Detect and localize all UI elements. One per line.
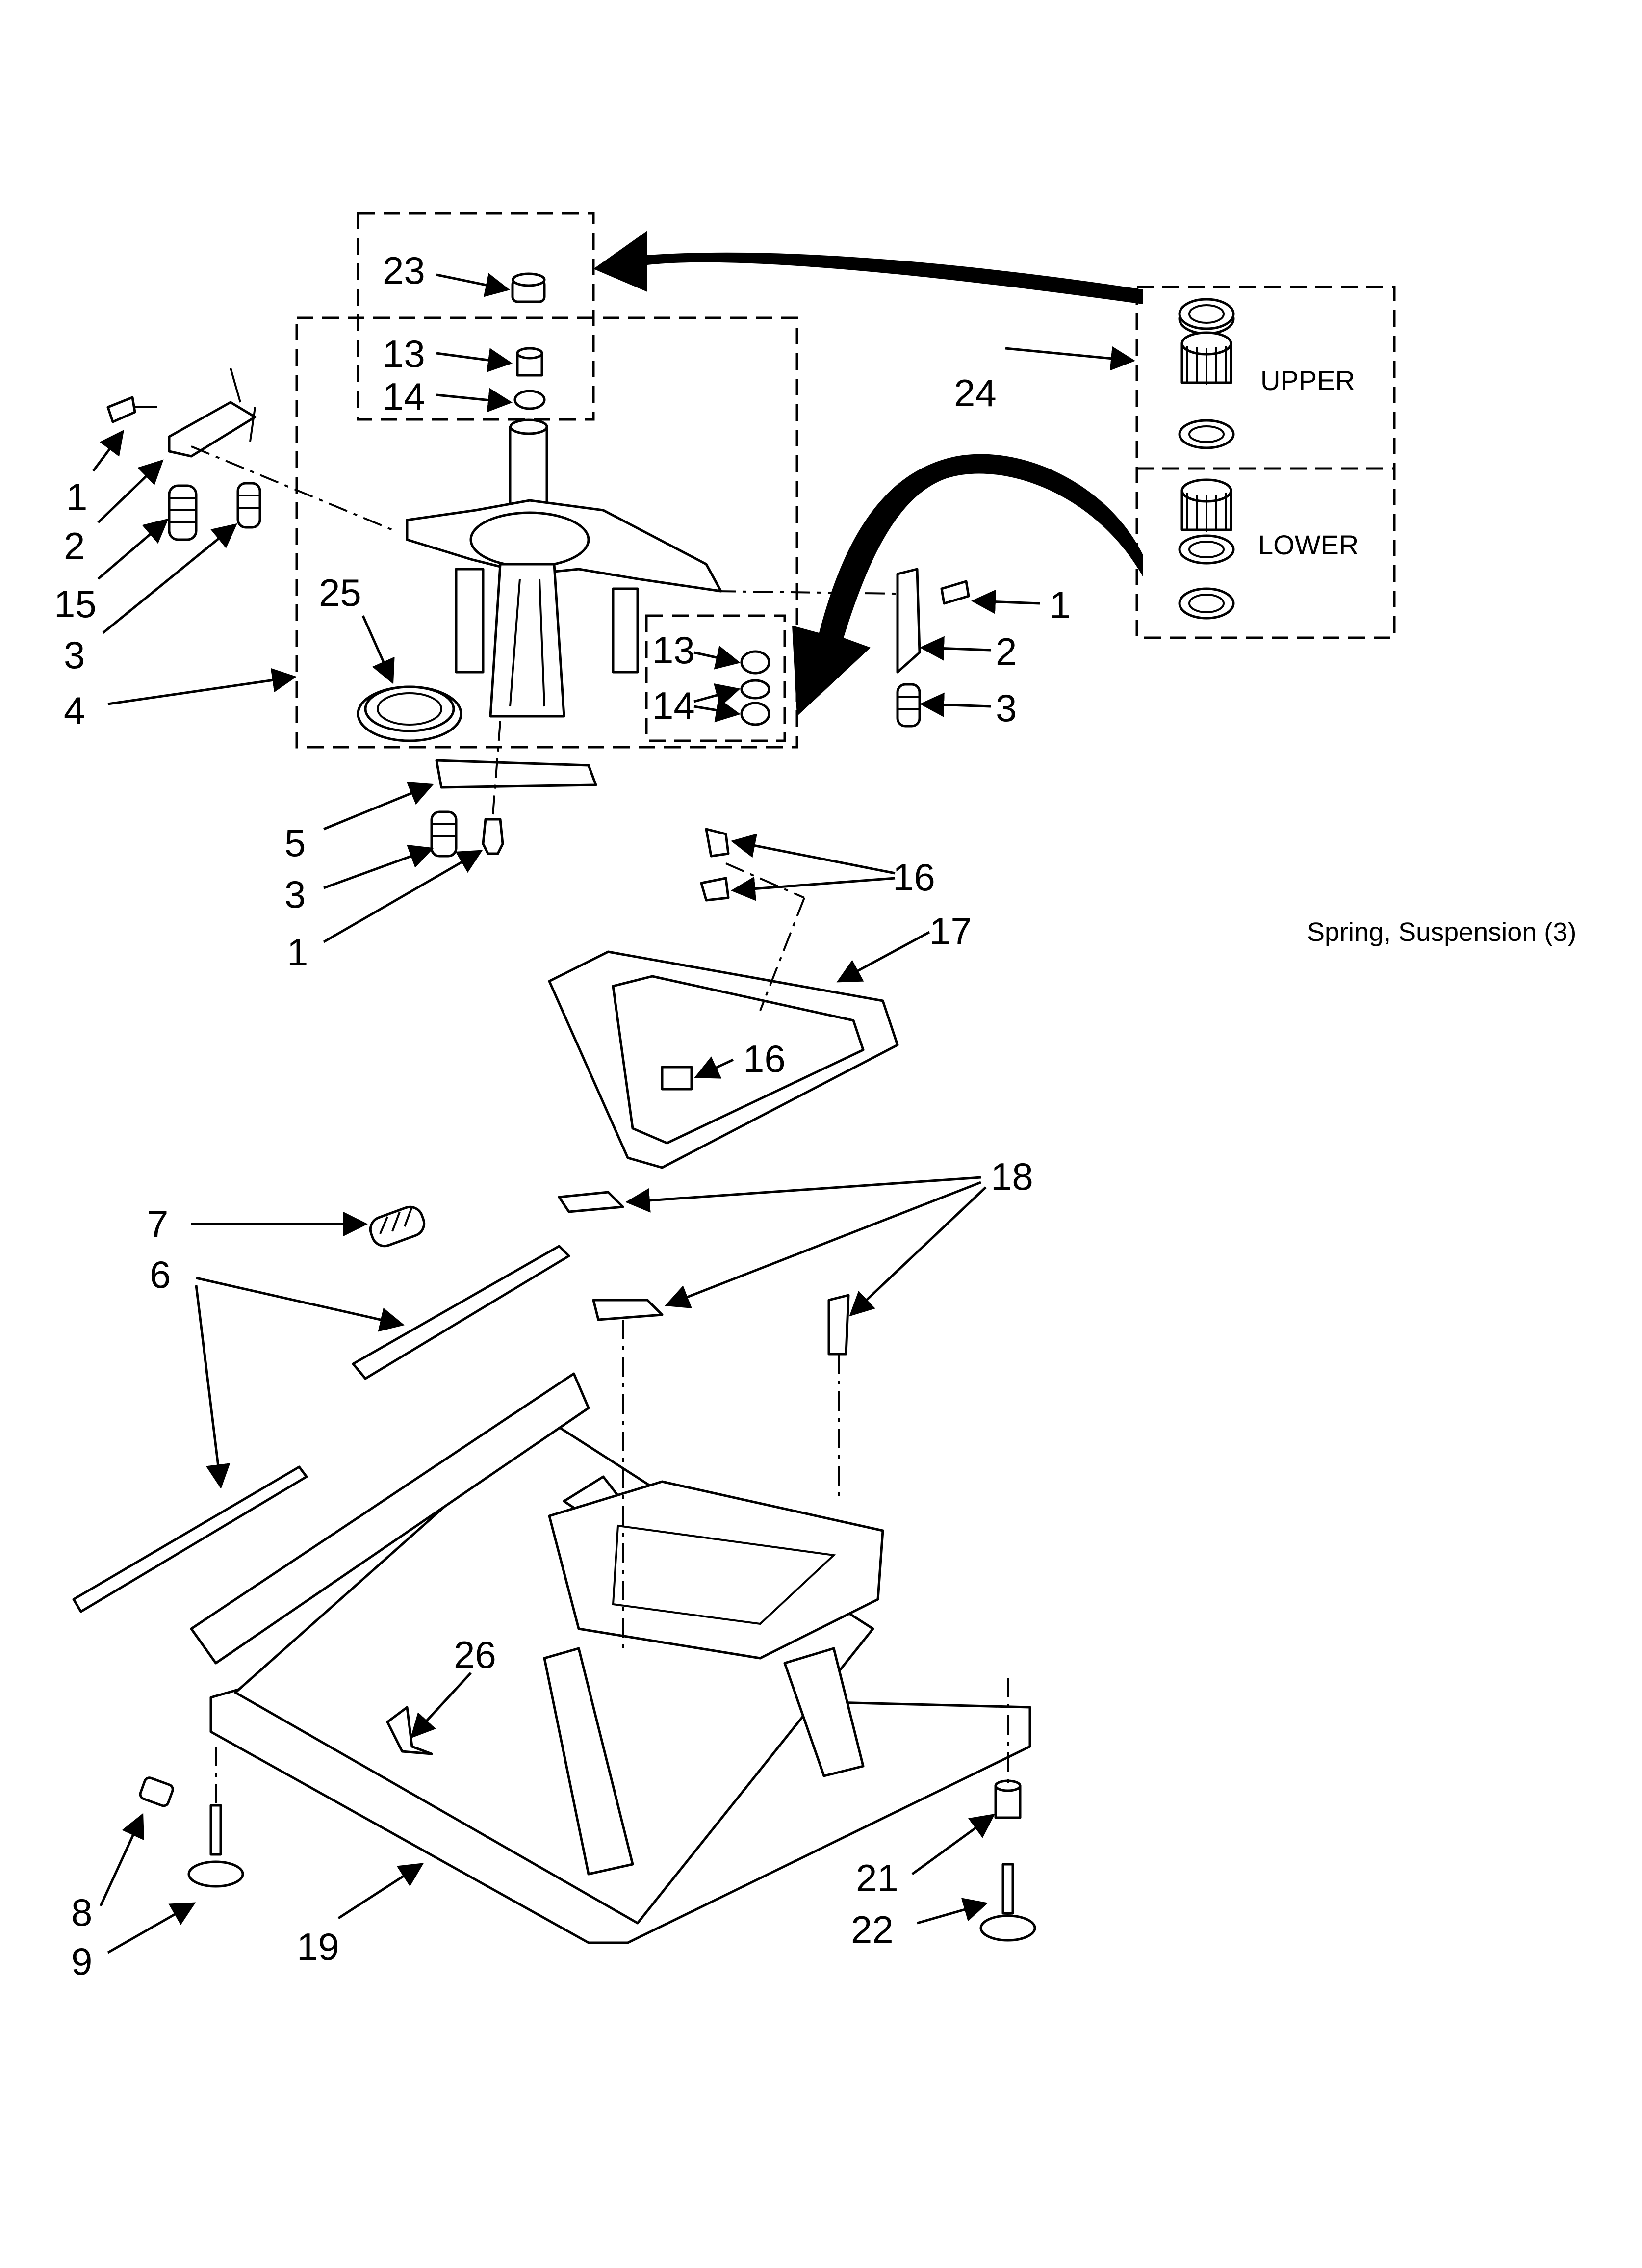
callout-8: 8	[71, 1891, 92, 1934]
caption: Spring, Suspension (3)	[1307, 917, 1576, 947]
bearing-kit-lower	[1178, 478, 1235, 620]
callout-4: 4	[64, 689, 85, 732]
callout-3: 3	[64, 633, 85, 677]
callout-3: 3	[996, 686, 1017, 730]
lower-bearing-parts	[740, 650, 770, 726]
upper-bearing-parts	[511, 272, 546, 410]
left-bracket-parts	[106, 367, 393, 541]
arrow-curve-icon	[593, 231, 1143, 304]
callout-1: 1	[66, 475, 87, 519]
base-frame-parts	[190, 1372, 1031, 1944]
lower-label: LOWER	[1258, 529, 1359, 560]
callout-26: 26	[454, 1633, 496, 1676]
callout-14: 14	[383, 375, 425, 418]
callout-25: 25	[319, 571, 361, 614]
callout-16: 16	[893, 856, 935, 899]
callout-18: 18	[991, 1155, 1033, 1198]
transmission-group-box	[295, 316, 798, 749]
callout-22: 22	[851, 1908, 894, 1951]
callout-7: 7	[147, 1202, 168, 1246]
bottom-bracket-parts	[430, 721, 597, 858]
bearing-kit-box	[1135, 286, 1396, 639]
leader-arrow-icon	[92, 273, 1135, 1954]
callout-6: 6	[150, 1253, 171, 1296]
callout-2: 2	[996, 630, 1017, 673]
callout-14: 14	[652, 684, 695, 727]
right-bracket-parts	[716, 568, 970, 728]
arrow-curve-icon	[792, 454, 1143, 716]
upper-bearing-group-box	[357, 212, 595, 421]
callout-17: 17	[929, 910, 972, 953]
callout-13: 13	[652, 628, 695, 672]
callout-13: 13	[383, 332, 425, 375]
callout-19: 19	[297, 1925, 339, 1968]
callout-21: 21	[856, 1856, 898, 1900]
callout-23: 23	[383, 249, 425, 292]
callout-3: 3	[284, 873, 306, 916]
callout-2: 2	[64, 524, 85, 568]
callout-16: 16	[743, 1037, 786, 1080]
callout-numbers: 23 13 14 1 2 15 3 4 25 24 1 2 3 13 14 5 …	[54, 249, 1071, 1983]
callout-1: 1	[287, 931, 308, 974]
feet-parts	[139, 1678, 1036, 1942]
lower-bearing-group-box	[645, 614, 786, 742]
seal-part	[357, 685, 462, 742]
tub-support-parts	[548, 828, 899, 1169]
transmission-assembly	[406, 418, 722, 718]
callout-1: 1	[1050, 583, 1071, 626]
bearing-kit-upper	[1178, 298, 1235, 449]
misc-parts	[72, 1191, 850, 1755]
callout-9: 9	[71, 1940, 92, 1983]
callout-24: 24	[954, 371, 997, 415]
upper-label: UPPER	[1260, 365, 1355, 396]
callout-5: 5	[284, 821, 306, 864]
callout-15: 15	[54, 582, 97, 626]
